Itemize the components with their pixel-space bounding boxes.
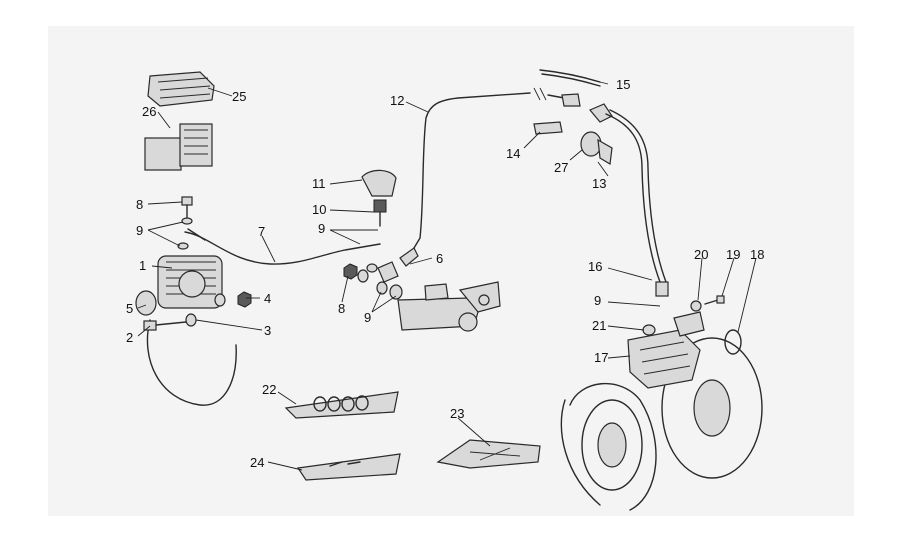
callout-1: 1: [139, 258, 146, 273]
callout-20: 20: [694, 247, 708, 262]
callout-24: 24: [250, 455, 264, 470]
callout-9-middle-bottom: 9: [364, 310, 371, 325]
rigid-brake-line: [413, 87, 581, 249]
caliper-cap: [135, 290, 157, 316]
callout-9-middle-top: 9: [318, 221, 325, 236]
callout-2: 2: [126, 330, 133, 345]
rear-o-ring: [724, 329, 742, 355]
piston-kit-bag: [296, 453, 401, 481]
callout-27: 27: [554, 160, 568, 175]
callout-21: 21: [592, 318, 606, 333]
left-brake-disc: [146, 319, 237, 406]
callout-17: 17: [594, 350, 608, 365]
brake-light-switch: [373, 199, 387, 227]
brake-line-clip: [539, 69, 601, 87]
callout-26: 26: [142, 104, 156, 119]
callout-22: 22: [262, 382, 276, 397]
callout-19: 19: [726, 247, 740, 262]
callout-9-right: 9: [594, 293, 601, 308]
callout-numbers: 1 2 3 4 5 6 7 8 8 9 9 9 9 10 11 12 13 14…: [126, 77, 764, 470]
callout-11: 11: [312, 176, 326, 191]
callout-12: 12: [390, 93, 404, 108]
callout-5: 5: [126, 301, 133, 316]
rear-brake-caliper: [627, 311, 705, 389]
master-cylinder: [397, 281, 501, 332]
rear-bolt: [704, 295, 725, 305]
rear-washer: [690, 300, 702, 312]
brake-pads: [144, 123, 213, 171]
callout-25: 25: [232, 89, 246, 104]
grommet: [533, 121, 563, 135]
caliper-nut: [214, 291, 252, 308]
caliper-washer: [185, 313, 197, 327]
callout-16: 16: [588, 259, 602, 274]
callout-7: 7: [258, 224, 265, 239]
hose-clamp: [580, 131, 613, 165]
callout-3: 3: [264, 323, 271, 338]
callout-4: 4: [264, 291, 271, 306]
callout-13: 13: [592, 176, 606, 191]
leader-lines: [137, 79, 757, 471]
callout-15: 15: [616, 77, 630, 92]
caliper-bolt: [143, 320, 187, 331]
callout-18: 18: [750, 247, 764, 262]
master-cylinder-union: [366, 247, 419, 300]
rear-brake-disc: [560, 337, 763, 511]
brake-light-switch-cap: [361, 169, 397, 197]
left-banjo-bolt: [177, 196, 193, 250]
callout-8-middle: 8: [338, 301, 345, 316]
callout-9-left: 9: [136, 223, 143, 238]
callout-23: 23: [450, 406, 464, 421]
rear-brake-hose: [589, 103, 669, 297]
seal-kit-bag: [284, 391, 399, 419]
rear-bleed-nut: [642, 324, 656, 336]
callout-6: 6: [436, 251, 443, 266]
brake-pad-spring: [147, 71, 215, 107]
small-parts-kit-bag: [436, 439, 541, 469]
callout-10: 10: [312, 202, 326, 217]
callout-8-left: 8: [136, 197, 143, 212]
middle-banjo-bolt: [343, 263, 369, 283]
left-brake-hose: [184, 228, 381, 265]
left-brake-caliper: [157, 255, 223, 309]
callout-14: 14: [506, 146, 520, 161]
